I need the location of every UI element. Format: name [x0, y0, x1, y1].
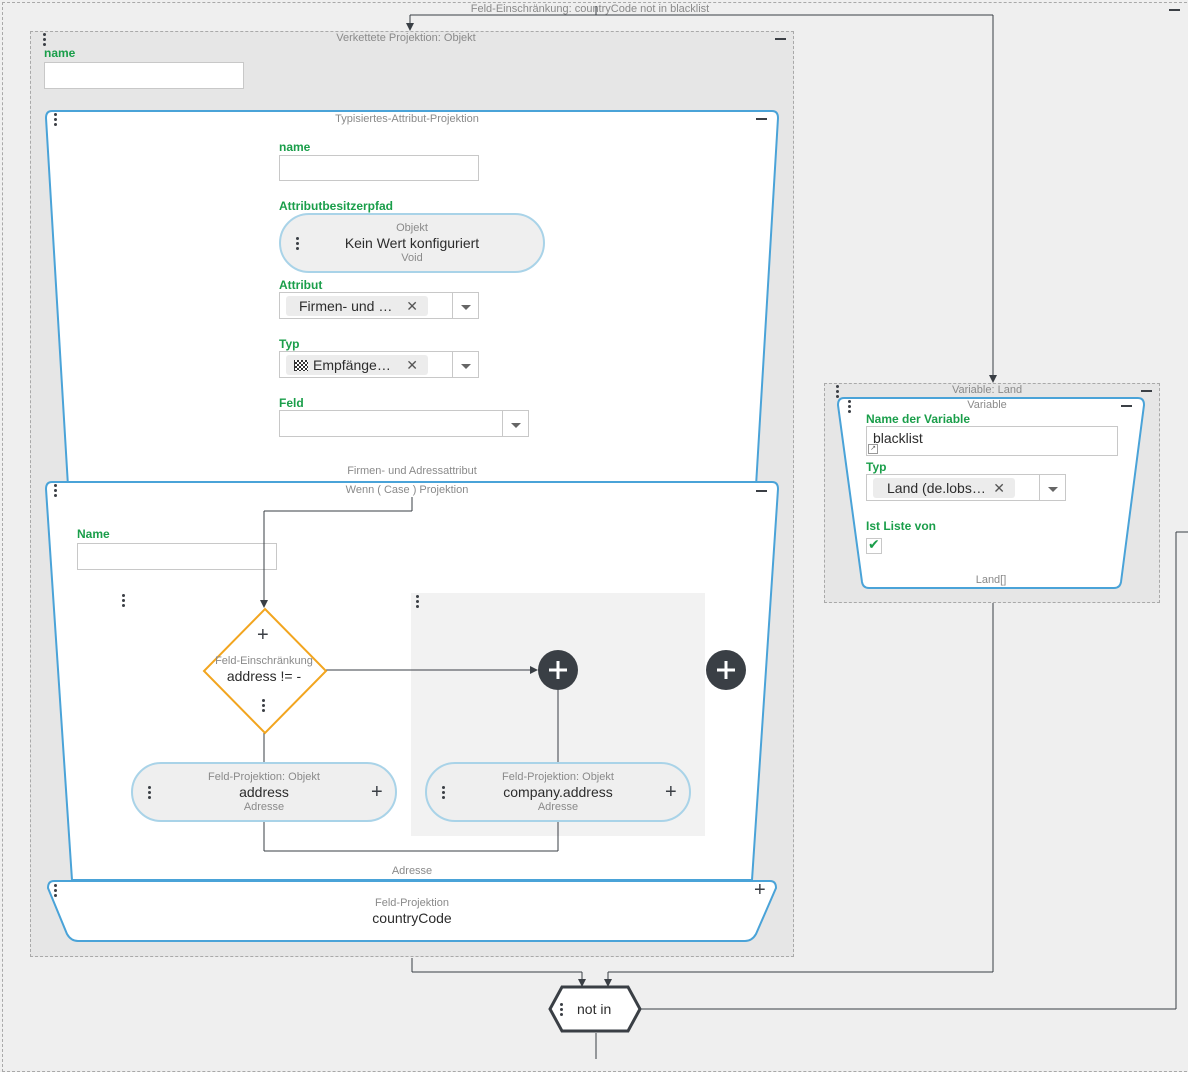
add-branch-button[interactable]: [538, 650, 578, 690]
case-name-input[interactable]: [77, 543, 277, 570]
variable-name-input[interactable]: blacklist ↗: [866, 426, 1118, 456]
condition-diamond[interactable]: [202, 607, 328, 735]
attribute-chip: Firmen- und … ✕: [286, 296, 428, 316]
field-projection-menu-icon[interactable]: [54, 884, 58, 899]
condition-column-menu-icon[interactable]: [122, 594, 126, 609]
address-projection-type: Feld-Projektion: Objekt: [208, 771, 320, 783]
collapse-outer-icon[interactable]: [1169, 9, 1180, 11]
type-chip: Empfänge… ✕: [286, 355, 428, 375]
chevron-down-icon[interactable]: [461, 305, 471, 310]
variable-outer-title: Variable: Land: [951, 384, 1023, 396]
company-address-projection-pill[interactable]: Feld-Projektion: Objekt company.address …: [425, 762, 691, 822]
variable-menu-icon[interactable]: [848, 400, 852, 415]
not-in-menu-icon[interactable]: [560, 1003, 564, 1018]
remove-variable-type-icon[interactable]: ✕: [993, 480, 1005, 496]
owner-path-label: Attributbesitzerpfad: [279, 199, 393, 213]
company-pill-add-icon[interactable]: +: [665, 781, 677, 803]
type-select[interactable]: Empfänge… ✕: [279, 351, 479, 378]
chained-name-label: name: [44, 46, 76, 60]
not-in-shape[interactable]: [548, 985, 642, 1033]
attribute-chip-text: Firmen- und …: [299, 298, 393, 314]
add-case-button[interactable]: [706, 650, 746, 690]
diamond-title: Feld-Einschränkung: [215, 655, 313, 667]
typed-name-input[interactable]: [279, 155, 479, 181]
variable-type-select[interactable]: Land (de.lobs… ✕: [866, 474, 1066, 501]
remove-attribute-icon[interactable]: ✕: [406, 298, 418, 314]
typed-name-label: name: [279, 140, 311, 154]
collapse-typed-icon[interactable]: [756, 118, 767, 120]
attribute-label: Attribut: [279, 278, 323, 292]
company-address-projection-value: company.address: [503, 784, 613, 800]
collapse-variable-outer-icon[interactable]: [1141, 390, 1152, 392]
flag-icon: [294, 360, 308, 371]
remove-type-icon[interactable]: ✕: [406, 357, 418, 373]
variable-type-chip-text: Land (de.lobs…: [887, 480, 986, 496]
check-icon: ✔: [868, 536, 880, 552]
attribute-select[interactable]: Firmen- und … ✕: [279, 292, 479, 319]
company-pill-menu-icon[interactable]: [442, 786, 446, 801]
collapse-chained-icon[interactable]: [775, 38, 786, 40]
owner-path-pill[interactable]: Objekt Kein Wert konfiguriert Void: [279, 213, 545, 273]
chevron-down-icon[interactable]: [511, 423, 521, 428]
not-in-label: not in: [577, 1001, 612, 1017]
collapse-case-icon[interactable]: [756, 490, 767, 492]
else-branch-menu-icon[interactable]: [416, 595, 420, 610]
variable-type-label: Typ: [866, 460, 887, 474]
field-projection-title: Feld-Projektion: [375, 897, 449, 909]
chevron-down-icon[interactable]: [461, 364, 471, 369]
typed-attribute-title: Typisiertes-Attribut-Projektion: [335, 113, 479, 125]
case-name-label: Name: [77, 527, 110, 541]
collapse-variable-icon[interactable]: [1121, 405, 1132, 407]
list-of-checkbox[interactable]: ✔: [866, 536, 882, 554]
chained-name-input[interactable]: [44, 62, 244, 89]
case-projection-footer: Adresse: [391, 865, 433, 877]
field-projection-shape: [46, 880, 778, 942]
variable-outer-menu-icon[interactable]: [836, 385, 840, 400]
case-connector-lines: [260, 497, 559, 852]
owner-path-sub: Void: [401, 252, 423, 264]
chained-menu-icon[interactable]: [43, 33, 47, 48]
owner-path-menu-icon[interactable]: [296, 237, 300, 252]
address-pill-add-icon[interactable]: +: [371, 781, 383, 803]
resize-icon[interactable]: ↗: [868, 444, 878, 454]
add-condition-icon[interactable]: +: [257, 624, 269, 646]
list-of-label: Ist Liste von: [866, 519, 937, 533]
address-pill-menu-icon[interactable]: [148, 786, 152, 801]
type-label: Typ: [279, 337, 300, 351]
variable-title: Variable: [967, 399, 1007, 411]
variable-name-label: Name der Variable: [866, 412, 971, 426]
company-address-projection-type: Feld-Projektion: Objekt: [502, 771, 614, 783]
address-projection-pill[interactable]: Feld-Projektion: Objekt address Adresse: [131, 762, 397, 822]
chevron-down-icon[interactable]: [1048, 487, 1058, 492]
field-select[interactable]: [279, 410, 529, 437]
field-label: Feld: [279, 396, 304, 410]
field-projection-add-icon[interactable]: +: [754, 879, 766, 901]
owner-path-value: Kein Wert konfiguriert: [344, 235, 480, 251]
variable-type-chip: Land (de.lobs… ✕: [873, 478, 1015, 498]
variable-footer: Land[]: [975, 574, 1007, 586]
typed-menu-icon[interactable]: [54, 113, 58, 128]
typed-attribute-footer: Firmen- und Adressattribut: [347, 465, 477, 477]
address-projection-sub: Adresse: [243, 801, 285, 813]
variable-name-value: blacklist: [873, 430, 923, 446]
company-address-projection-sub: Adresse: [537, 801, 579, 813]
diamond-menu-icon[interactable]: [262, 699, 266, 714]
case-menu-icon[interactable]: [54, 484, 58, 499]
address-projection-value: address: [239, 784, 289, 800]
owner-path-type: Objekt: [396, 222, 428, 234]
outer-constraint-title: Feld-Einschränkung: countryCode not in b…: [470, 3, 710, 15]
type-chip-text: Empfänge…: [313, 357, 391, 373]
case-projection-title: Wenn ( Case ) Projektion: [345, 484, 469, 496]
chained-projection-title: Verkettete Projektion: Objekt: [336, 32, 476, 44]
field-projection-value: countryCode: [372, 910, 452, 926]
diamond-expression: address != -: [226, 668, 302, 684]
